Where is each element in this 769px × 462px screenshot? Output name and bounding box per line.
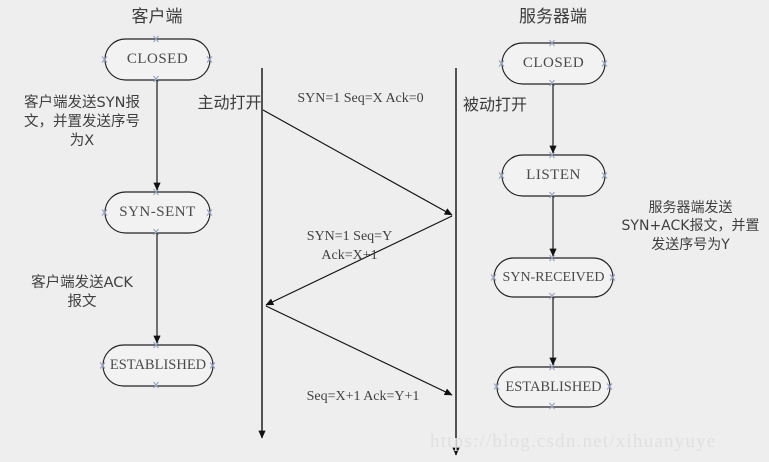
message-label-syn-ack: SYN=1 Seq=Y Ack=X+1 [306, 229, 393, 263]
message-arrow-syn-ack [265, 215, 453, 306]
column-title-server: 服务器端 [519, 7, 587, 27]
state-label-client-established: ESTABLISHED [109, 357, 207, 373]
message-label-ack: Seq=X+1 Ack=Y+1 [306, 389, 420, 404]
state-label-client-syn-sent: SYN-SENT [119, 204, 196, 220]
state-node-server-listen [498, 151, 608, 199]
note-client-send-syn: 客户端发送SYN报 文，并置发送序号 为X [24, 95, 140, 150]
column-title-client: 客户端 [131, 7, 183, 27]
watermark-text: https://blog.csdn.net/xihuanyuye [430, 431, 717, 452]
state-label-client-closed: CLOSED [126, 51, 189, 67]
label-active-open: 主动打开 [197, 93, 262, 112]
state-label-server-established: ESTABLISHED [505, 379, 602, 395]
label-passive-open: 被动打开 [463, 95, 528, 114]
note-client-send-ack: 客户端发送ACK 报文 [31, 275, 133, 311]
message-label-syn: SYN=1 Seq=X Ack=0 [297, 91, 424, 106]
state-node-client-established [99, 341, 216, 389]
state-label-server-syn-received: SYN-RECEIVED [502, 270, 605, 285]
state-label-server-listen: LISTEN [526, 167, 581, 183]
note-server-send-syn-ack: 服务器端发送 SYN+ACK报文，并置 发送序号为Y [621, 200, 760, 253]
state-node-client-closed [101, 35, 213, 83]
state-node-server-established [493, 363, 613, 410]
state-label-server-closed: CLOSED [522, 55, 585, 71]
message-arrow-ack [265, 305, 453, 396]
message-arrow-syn [262, 109, 453, 216]
